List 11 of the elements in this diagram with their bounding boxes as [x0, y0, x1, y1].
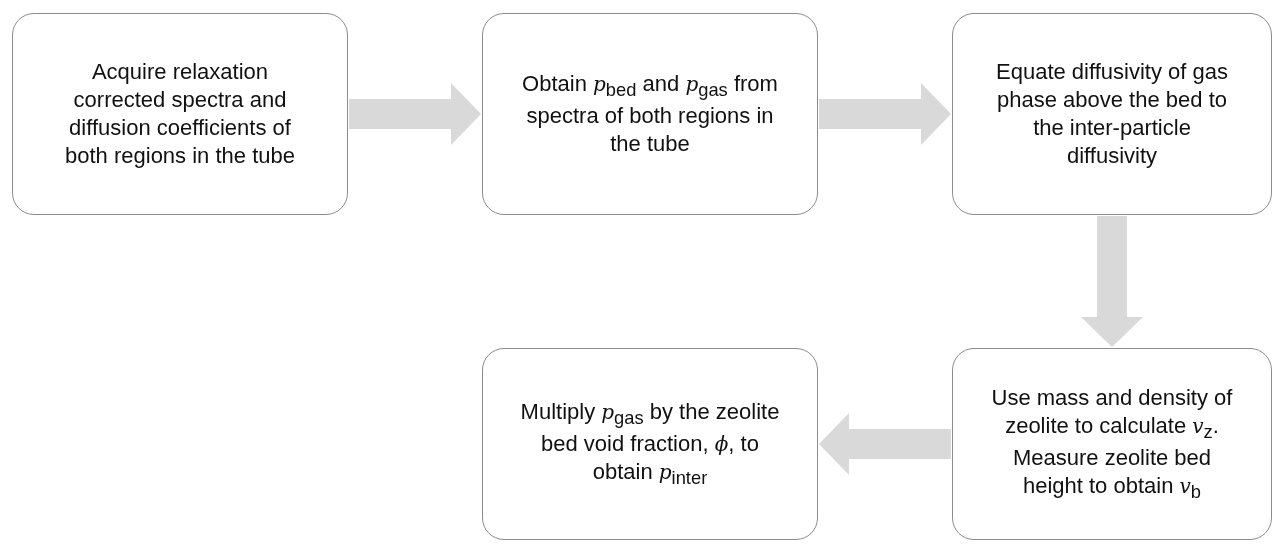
block-arrow [1081, 216, 1143, 347]
process-box [12, 13, 348, 215]
step-text: Acquire relaxation corrected spectra and diffusion coefficients of both regions in the tube [64, 57, 296, 171]
block-arrow [819, 413, 951, 475]
block-arrow [349, 83, 481, 145]
process-box [952, 348, 1272, 540]
process-box [952, 13, 1272, 215]
process-box [482, 348, 818, 540]
block-arrow [819, 83, 951, 145]
process-box [482, 13, 818, 215]
step-text: Equate diffusivity of gas phase above the bed to the inter-particle diffusivity [995, 57, 1229, 171]
